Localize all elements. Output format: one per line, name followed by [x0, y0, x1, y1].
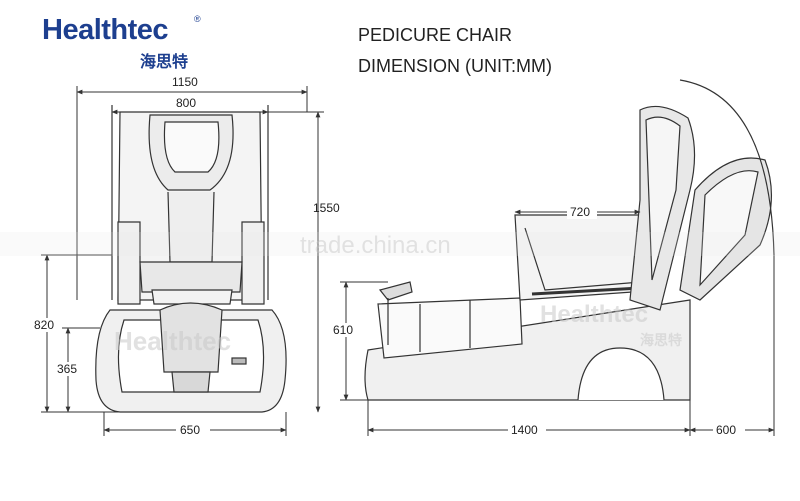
page-title: PEDICURE CHAIR: [358, 25, 513, 45]
dim-height: 1550: [313, 201, 340, 215]
watermark-chinese-name: 海思特: [640, 332, 682, 348]
dim-length: 1400: [511, 423, 538, 437]
dim-basin-height: 365: [57, 362, 77, 376]
dim-seat-width: 800: [176, 96, 196, 110]
side-view-labels: 720 610 1400 600: [330, 205, 745, 437]
brand-name: Healthtec: [42, 14, 169, 46]
watermarks: trade.china.cn Healthtec Healthtec 海思特: [0, 232, 800, 356]
watermark-brand-side: Healthtec: [540, 301, 648, 328]
dim-base-width: 650: [180, 423, 200, 437]
side-view: [364, 79, 775, 401]
dim-recline-extension: 600: [716, 423, 736, 437]
dim-base-height: 820: [34, 318, 54, 332]
front-view-labels: 1150 800 1550 820 365 650: [32, 75, 340, 437]
registered-mark: ®: [194, 14, 201, 24]
brand-chinese-name: 海思特: [140, 52, 189, 71]
front-view-dimensions: [41, 86, 324, 436]
watermark-brand-front: Healthtec: [114, 326, 231, 356]
page-subtitle: DIMENSION (UNIT:MM): [358, 56, 552, 76]
dim-overall-width: 1150: [172, 75, 198, 89]
dim-side-basin-height: 610: [333, 323, 353, 337]
front-view: [95, 105, 287, 413]
dim-seat-depth: 720: [570, 205, 590, 219]
watermark-site: trade.china.cn: [300, 232, 451, 259]
